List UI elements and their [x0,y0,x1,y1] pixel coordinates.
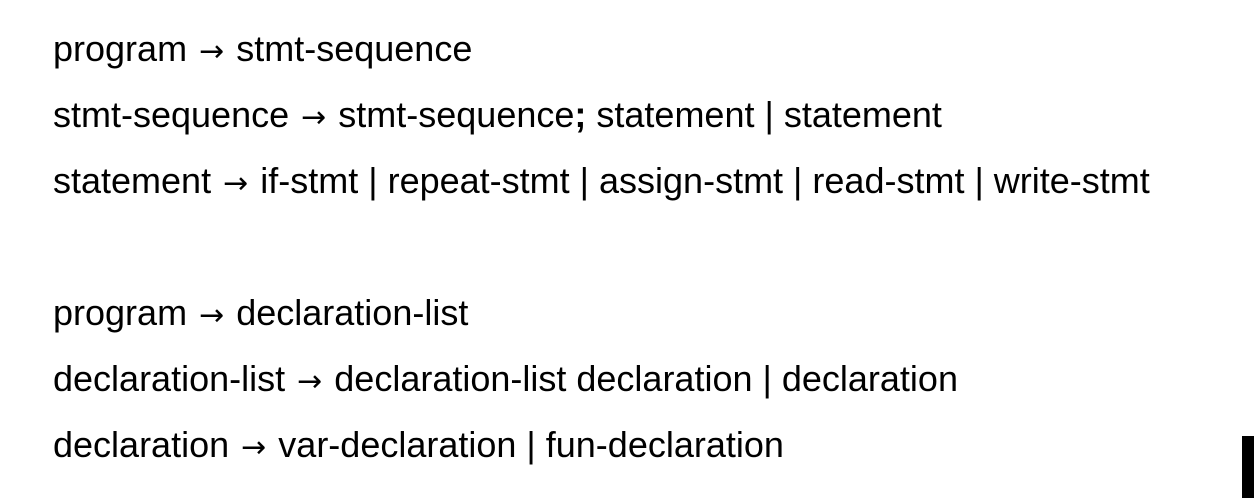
semicolon-separator: ; [574,94,587,135]
rule-lhs: program [53,28,188,69]
grammar-rule-stmt-sequence: stmt-sequence → stmt-sequence; statement… [53,93,942,140]
edge-bar [1242,436,1254,498]
right-arrow-icon: → [223,166,249,201]
rule-rhs-rest: statement | statement [586,94,942,135]
grammar-rule-declaration-list: declaration-list → declaration-list decl… [53,357,958,404]
rule-rhs-first: stmt-sequence [338,94,575,135]
rule-rhs: if-stmt | repeat-stmt | assign-stmt | re… [260,160,1150,201]
rule-rhs: declaration-list [236,292,469,333]
right-arrow-icon: → [301,100,327,135]
right-arrow-icon: → [241,430,267,465]
grammar-rule-statement: statement → if-stmt | repeat-stmt | assi… [53,159,1150,206]
rule-lhs: statement [53,160,212,201]
rule-lhs: declaration [53,424,230,465]
rule-lhs: program [53,292,188,333]
grammar-rule-program: program → stmt-sequence [53,27,472,74]
rule-rhs: var-declaration | fun-declaration [278,424,784,465]
grammar-rule-program-2: program → declaration-list [53,291,468,338]
grammar-rule-declaration: declaration → var-declaration | fun-decl… [53,423,784,470]
right-arrow-icon: → [199,298,225,333]
rule-rhs: stmt-sequence [236,28,473,69]
rule-lhs: stmt-sequence [53,94,290,135]
rule-lhs: declaration-list [53,358,286,399]
rule-rhs: declaration-list declaration | declarati… [334,358,958,399]
right-arrow-icon: → [297,364,323,399]
right-arrow-icon: → [199,34,225,69]
